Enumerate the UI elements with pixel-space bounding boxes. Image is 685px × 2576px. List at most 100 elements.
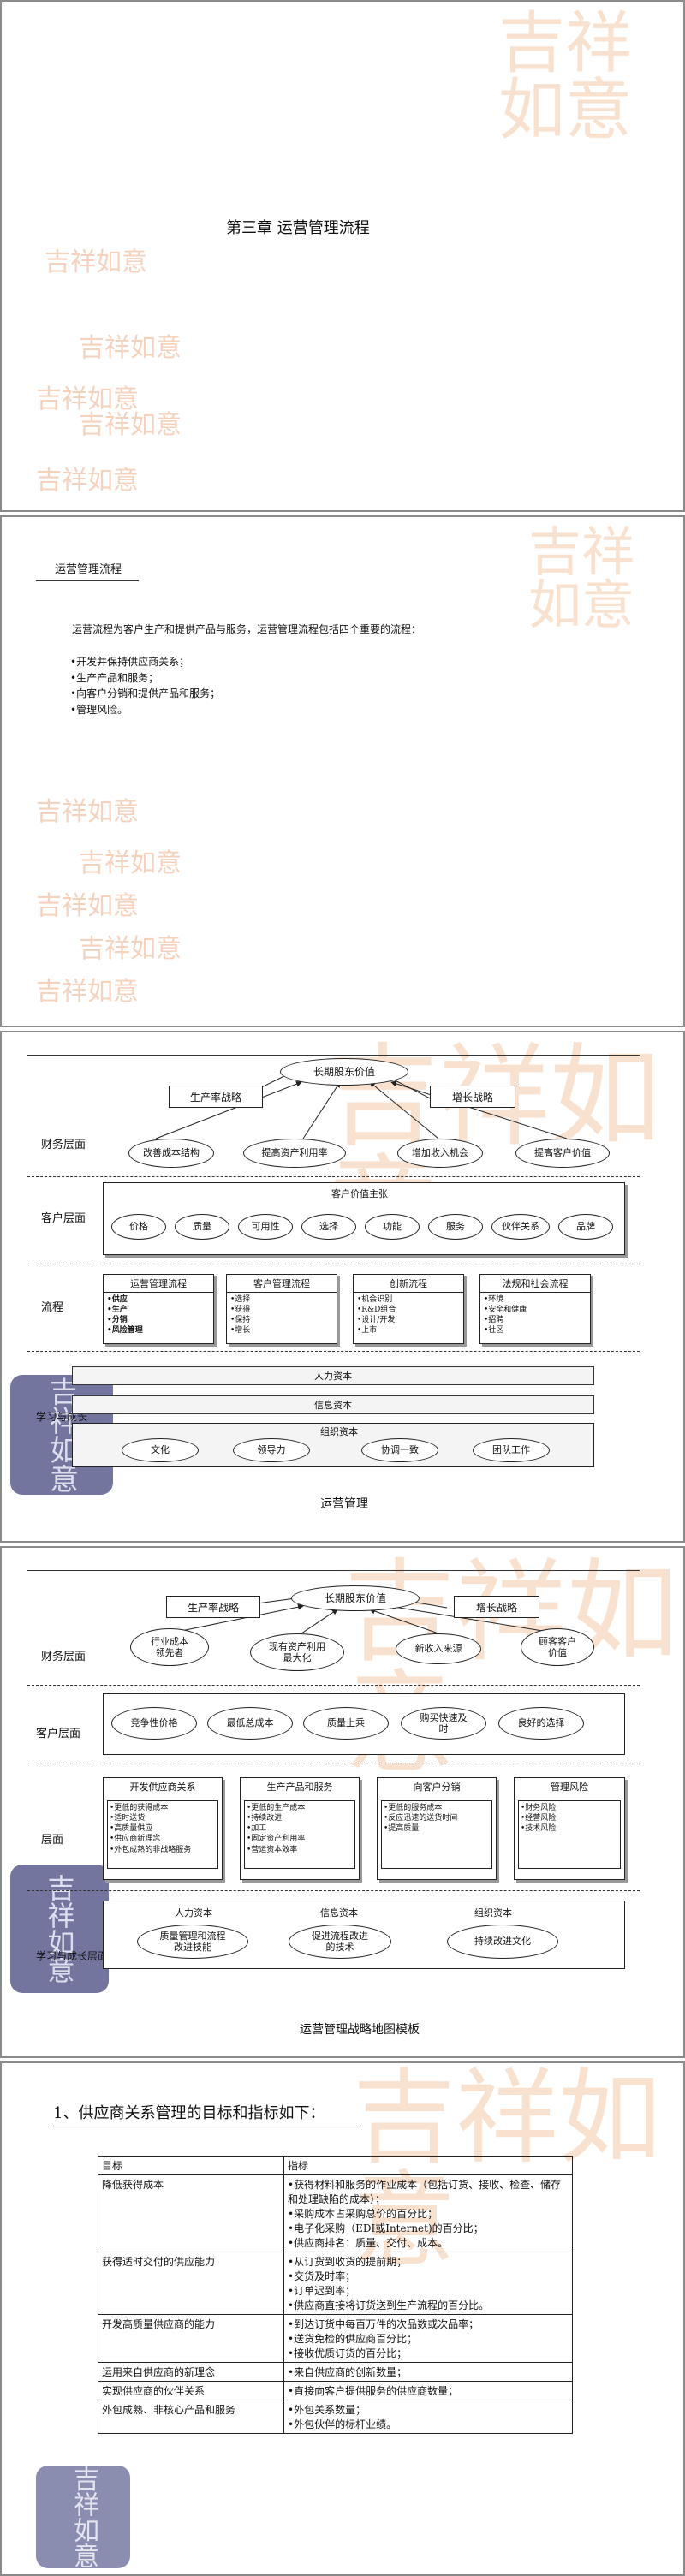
process-title: 生产产品和服务 — [266, 1782, 333, 1793]
top-rule — [27, 1055, 640, 1056]
process-item: •生产 — [107, 1306, 128, 1315]
process-bullets: •开发并保持供应商关系； •生产产品和服务； •向客户分销和提供产品和服务； •… — [70, 654, 220, 717]
brand-watermark: 吉祥如意 — [498, 5, 633, 149]
diagram-caption: 运营管理 — [320, 1497, 368, 1511]
process-item: •风险管理 — [107, 1326, 143, 1336]
customer-oval: 购买快速及时 — [401, 1707, 486, 1740]
finance-oval: 现有资产利用最大化 — [250, 1633, 344, 1671]
slide-2: 吉祥如意 吉祥如意 吉祥如意 吉祥如意 吉祥如意 吉祥如意 运营管理流程 运营流… — [0, 515, 685, 1027]
metric-line: •订单迟到率； — [288, 2285, 356, 2297]
process-title: 管理风险 — [551, 1782, 588, 1793]
heading-underline — [36, 580, 139, 581]
process-item: •供应商新理念 — [110, 1835, 161, 1844]
bullet-item: •开发并保持供应商关系； — [70, 656, 190, 668]
brand-watermark-small: 吉祥如意 — [36, 977, 139, 1007]
layer-divider — [27, 1351, 640, 1352]
metric-line: •外包关系数量； — [288, 2404, 366, 2416]
process-box: 运营管理流程 •供应 •生产 •分销 •风险管理 — [103, 1274, 214, 1344]
metrics-cell: •外包关系数量； •外包伙伴的标杆业绩。 — [283, 2400, 573, 2434]
shareholder-value-oval: 长期股东价值 — [291, 1585, 420, 1611]
brand-watermark-small: 吉祥如意 — [36, 384, 139, 414]
top-rule — [27, 1570, 640, 1571]
process-item: •供应 — [107, 1295, 128, 1304]
customer-oval: 竞争性价格 — [111, 1707, 197, 1740]
shareholder-value-oval: 长期股东价值 — [280, 1058, 408, 1086]
brand-watermark-small: 吉祥如意 — [79, 333, 182, 363]
metric-line: •外包伙伴的标杆业绩。 — [288, 2418, 397, 2430]
cvp-oval: 价格 — [111, 1214, 166, 1240]
process-box: 向客户分销 •更低的服务成本 •反应迅速的送货时间 •提高质量 — [377, 1777, 497, 1880]
brand-watermark-small: 吉祥如意 — [36, 466, 139, 496]
process-item: •持续改进 — [247, 1814, 283, 1823]
customer-oval: 良好的选择 — [498, 1707, 584, 1740]
metric-line: •交货及时率； — [288, 2270, 356, 2282]
customer-oval: 最低总成本 — [207, 1707, 293, 1740]
process-box: 开发供应商关系 •更低的获得成本 •适时送货 •高质量供应 •供应商新理念 •外… — [103, 1777, 223, 1880]
information-capital-bar: 信息资本 — [72, 1395, 594, 1414]
goal-cell: 运用来自供应商的新理念 — [98, 2362, 284, 2382]
layer-label-finance: 财务层面 — [41, 1139, 86, 1151]
slide-3-strategy-map: 吉祥如意 吉祥如意 生产率战略 长期股东价值 增长战略 财务层面 改善成本结构 … — [0, 1031, 685, 1543]
table-row: 降低获得成本 •获得材料和服务的作业成本（包括订货、接收、检查、储存和处理缺陷的… — [98, 2174, 573, 2252]
growth-strategy-box: 增长战略 — [430, 1086, 515, 1108]
layer-label-process: 流程 — [41, 1301, 64, 1314]
layer-divider — [27, 1890, 640, 1891]
process-item: •社区 — [484, 1326, 504, 1336]
cvp-oval: 选择 — [301, 1214, 356, 1240]
process-title: 运营管理流程 — [104, 1275, 213, 1293]
brand-watermark-small: 吉祥如意 — [79, 934, 182, 964]
process-item: •环境 — [484, 1295, 504, 1304]
process-item: •安全和健康 — [484, 1306, 527, 1315]
layer-divider — [27, 1685, 640, 1686]
intro-text: 运营流程为客户生产和提供产品与服务，运营管理流程包括四个重要的流程： — [72, 623, 422, 635]
metric-line: •直接向客户提供服务的供应商数量； — [288, 2385, 459, 2397]
diagram-caption: 运营管理战略地图模板 — [300, 2023, 420, 2037]
brand-watermark: 吉祥如意 — [528, 521, 635, 636]
process-item: •技术风险 — [521, 1824, 557, 1834]
process-item: •更低的服务成本 — [384, 1804, 443, 1812]
table-row: 外包成熟、非核心产品和服务 •外包关系数量； •外包伙伴的标杆业绩。 — [98, 2400, 573, 2434]
human-capital-bar: 人力资本 — [72, 1366, 594, 1385]
brand-watermark-small: 吉祥如意 — [36, 891, 139, 921]
process-item: •保持 — [230, 1316, 251, 1325]
metric-line: •电子化采购（EDI或Internet)的百分比； — [288, 2222, 484, 2234]
metrics-cell: •获得材料和服务的作业成本（包括订货、接收、检查、储存和处理缺陷的成本）； •采… — [283, 2174, 573, 2252]
process-title: 法规和社会流程 — [480, 1275, 590, 1293]
capital-title: 组织资本 — [474, 1907, 512, 1919]
table-header: 目标 — [98, 2156, 284, 2175]
brand-watermark-small: 吉祥如意 — [79, 848, 182, 878]
cvp-oval: 伙伴关系 — [491, 1214, 550, 1240]
metric-line: •从订货到收货的提前期； — [288, 2256, 408, 2268]
table-row: 开发高质量供应商的能力 •到达订货中每百万件的次品数或次品率； •送货免检的供应… — [98, 2314, 573, 2363]
process-item: •选择 — [230, 1295, 251, 1304]
goal-cell: 实现供应商的伙伴关系 — [98, 2381, 284, 2400]
metrics-cell: •直接向客户提供服务的供应商数量； — [283, 2381, 573, 2400]
process-item: •营运资本效率 — [247, 1845, 298, 1854]
metric-line: •送货免检的供应商百分比； — [288, 2333, 418, 2345]
cvp-oval: 服务 — [428, 1214, 483, 1240]
bullet-item: •管理风险。 — [70, 703, 128, 716]
process-item: •设计/开发 — [357, 1316, 396, 1325]
finance-oval: 提高客户价值 — [515, 1139, 610, 1168]
capital-title: 人力资本 — [175, 1907, 212, 1919]
section-heading: 1、供应商关系管理的目标和指标如下： — [53, 2104, 325, 2122]
goals-metrics-table: 目标 指标 降低获得成本 •获得材料和服务的作业成本（包括订货、接收、检查、储存… — [98, 2156, 573, 2434]
layer-label-customer: 客户层面 — [36, 1728, 81, 1740]
process-item: •增长 — [230, 1326, 251, 1336]
capital-oval: 质量管理和流程改进技能 — [137, 1925, 248, 1959]
customer-oval: 质量上乘 — [303, 1707, 389, 1740]
table-row: 实现供应商的伙伴关系 •直接向客户提供服务的供应商数量； — [98, 2381, 573, 2400]
chapter-title: 第三章 运营管理流程 — [226, 219, 370, 237]
finance-oval: 行业成本领先者 — [130, 1628, 209, 1666]
bullet-item: •生产产品和服务； — [70, 671, 159, 684]
process-box: 创新流程 •机会识别 •R&D组合 •设计/开发 •上市 — [353, 1274, 464, 1344]
process-title: 开发供应商关系 — [129, 1782, 196, 1793]
goal-cell: 开发高质量供应商的能力 — [98, 2314, 284, 2363]
culture-oval: 领导力 — [233, 1438, 310, 1462]
brand-watermark-small: 吉祥如意 — [45, 247, 147, 277]
culture-oval: 团队工作 — [473, 1438, 550, 1462]
bullet-item: •向客户分销和提供产品和服务； — [70, 687, 221, 700]
seal-watermark: 吉祥如意 — [36, 2466, 130, 2568]
metrics-cell: •到达订货中每百万件的次品数或次品率； •送货免检的供应商百分比； •接收优质订… — [283, 2314, 573, 2363]
brand-watermark-small: 吉祥如意 — [36, 797, 139, 827]
